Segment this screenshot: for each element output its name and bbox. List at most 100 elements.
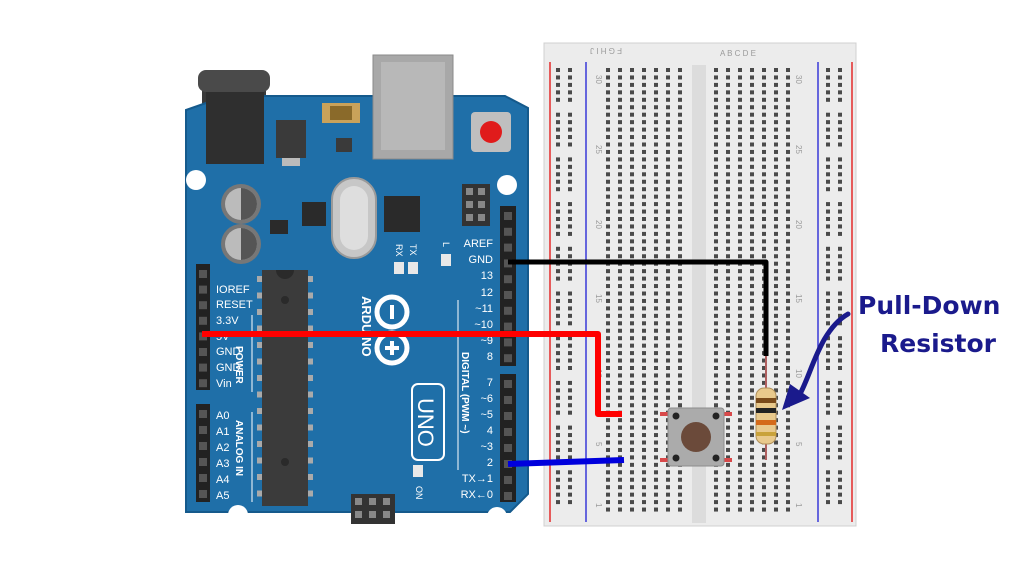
- breadboard-hole: [750, 321, 754, 326]
- breadboard-hole: [726, 433, 730, 438]
- breadboard-hole: [738, 395, 742, 400]
- breadboard-hole: [678, 112, 682, 117]
- rail-hole: [838, 380, 842, 385]
- breadboard-hole: [630, 276, 634, 281]
- rail-hole: [826, 291, 830, 296]
- rail-hole: [826, 388, 830, 393]
- breadboard-hole: [786, 321, 790, 326]
- breadboard-hole: [762, 366, 766, 370]
- breadboard-hole: [618, 135, 622, 140]
- breadboard-hole: [726, 209, 730, 214]
- breadboard-hole: [666, 485, 670, 490]
- header-pin: [504, 243, 512, 252]
- breadboard-hole: [726, 276, 730, 281]
- breadboard-hole: [618, 462, 622, 467]
- breadboard-hole: [714, 485, 718, 490]
- breadboard-hole: [654, 269, 658, 274]
- breadboard-hole: [666, 157, 670, 162]
- rail-hole: [568, 157, 572, 162]
- breadboard-hole: [738, 351, 742, 356]
- breadboard-hole: [642, 194, 646, 199]
- breadboard-hole: [786, 82, 790, 87]
- breadboard-hole: [750, 440, 754, 445]
- breadboard-hole: [726, 298, 730, 303]
- rail-hole: [556, 209, 560, 214]
- analog-header: [196, 404, 210, 502]
- breadboard-hole: [738, 418, 742, 423]
- rail-hole: [556, 75, 560, 80]
- breadboard-hole: [774, 455, 778, 460]
- header-pin: [504, 291, 512, 299]
- breadboard-hole: [762, 455, 766, 460]
- breadboard-hole: [666, 97, 670, 102]
- rail-hole: [838, 224, 842, 229]
- arrow-head-icon: [782, 384, 810, 410]
- breadboard-hole: [618, 239, 622, 244]
- rail-hole: [838, 358, 842, 363]
- button-corner-dot: [712, 454, 720, 462]
- rail-hole: [838, 75, 842, 80]
- breadboard-hole: [642, 380, 646, 385]
- breadboard-hole: [714, 127, 718, 132]
- breadboard-hole: [714, 328, 718, 333]
- breadboard-hole: [774, 328, 778, 333]
- rail-hole: [826, 500, 830, 505]
- rail-hole: [556, 254, 560, 259]
- rail-hole: [826, 254, 830, 259]
- icsp-pin: [478, 188, 485, 195]
- breadboard-hole: [666, 343, 670, 348]
- breadboard-hole: [642, 403, 646, 408]
- rail-hole: [556, 395, 560, 400]
- breadboard-hole: [654, 142, 658, 147]
- rail-hole: [838, 276, 842, 281]
- breadboard-hole: [750, 507, 754, 512]
- breadboard-hole: [726, 477, 730, 482]
- breadboard-hole: [654, 447, 658, 452]
- breadboard-hole: [630, 127, 634, 132]
- breadboard-hole: [786, 492, 790, 497]
- breadboard-hole: [738, 500, 742, 505]
- breadboard-hole: [726, 284, 730, 289]
- breadboard-hole: [750, 179, 754, 184]
- rail-hole: [556, 358, 560, 363]
- rail-hole: [568, 254, 572, 259]
- icsp-pin: [355, 511, 362, 518]
- rail-hole: [826, 440, 830, 445]
- breadboard-hole: [774, 202, 778, 207]
- breadboard-hole: [642, 157, 646, 162]
- rail-hole: [838, 157, 842, 162]
- rail-hole: [556, 112, 560, 117]
- breadboard-hole: [666, 313, 670, 318]
- breadboard-hole: [750, 75, 754, 80]
- breadboard-hole: [630, 433, 634, 438]
- breadboard-hole: [666, 172, 670, 177]
- rail-hole: [838, 433, 842, 438]
- rail-hole: [838, 485, 842, 490]
- breadboard-hole: [786, 388, 790, 393]
- breadboard-hole: [654, 336, 658, 341]
- breadboard-hole: [714, 68, 718, 72]
- breadboard-hole: [630, 269, 634, 274]
- header-pin: [504, 338, 512, 347]
- icsp-pin: [355, 498, 362, 505]
- breadboard-hole: [630, 187, 634, 192]
- breadboard-hole: [678, 179, 682, 184]
- on-led-label: ON: [414, 486, 424, 500]
- breadboard-hole: [678, 313, 682, 318]
- breadboard-hole: [666, 269, 670, 274]
- breadboard-hole: [786, 351, 790, 356]
- header-pin: [504, 212, 512, 220]
- breadboard-hole: [774, 388, 778, 393]
- breadboard-hole: [606, 172, 610, 177]
- breadboard-hole: [762, 485, 766, 490]
- breadboard-hole: [654, 135, 658, 140]
- pin-label-12: 12: [481, 287, 493, 299]
- rail-hole: [556, 477, 560, 482]
- breadboard-hole: [666, 380, 670, 385]
- breadboard-hole: [618, 269, 622, 274]
- breadboard-hole: [606, 217, 610, 221]
- rail-hole: [568, 75, 572, 80]
- pin-label-rx: RX←0: [461, 489, 493, 501]
- rail-hole: [556, 380, 560, 385]
- rail-hole: [568, 164, 572, 169]
